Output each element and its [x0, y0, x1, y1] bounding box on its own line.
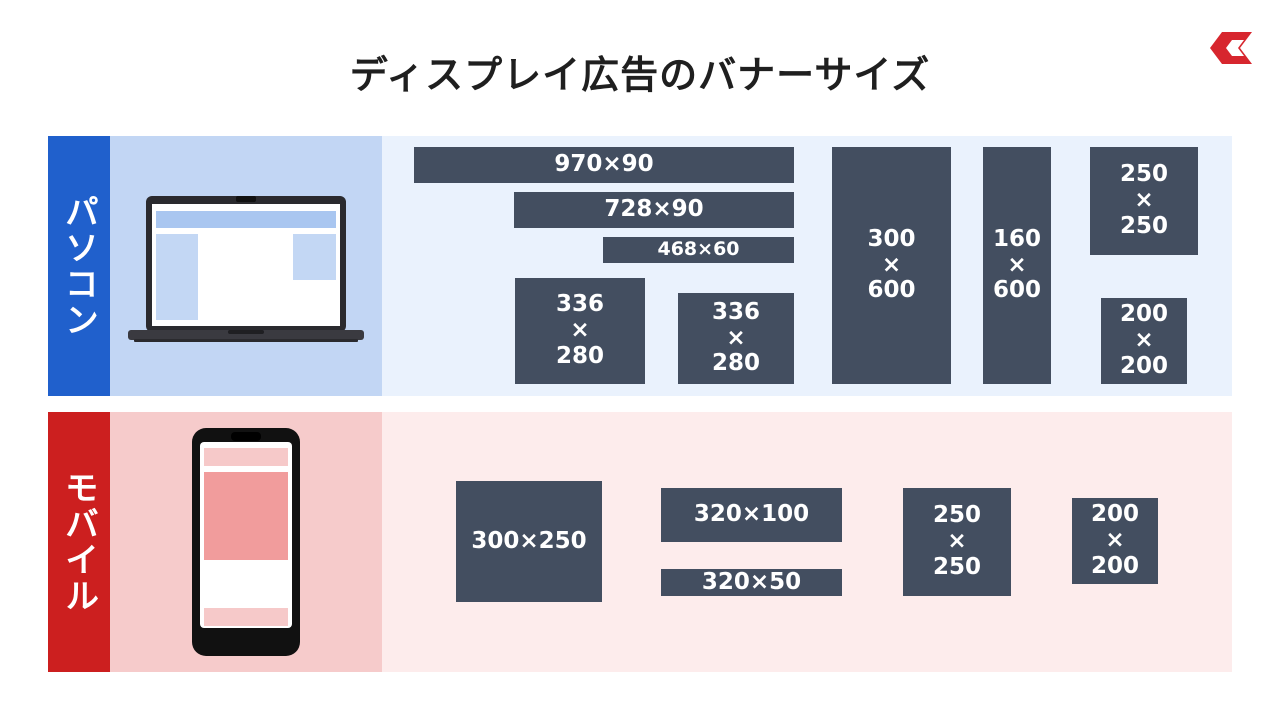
pc-sizes-panel: 970×90 728×90 468×60 336 × 280 336 × 280…: [382, 136, 1232, 396]
banner-970x90: 970×90: [414, 147, 794, 183]
mobile-band-label: モバイル: [48, 412, 110, 672]
smartphone-icon: [192, 428, 300, 656]
banner-300x250: 300×250: [456, 481, 602, 602]
banner-468x60: 468×60: [603, 237, 794, 263]
brand-logo-icon: [1210, 32, 1252, 64]
pc-band-label: パソコン: [48, 136, 110, 396]
banner-728x90: 728×90: [514, 192, 794, 228]
banner-mobile-250x250: 250 × 250: [903, 488, 1011, 596]
banner-160x600: 160 × 600: [983, 147, 1051, 384]
banner-250x250: 250 × 250: [1090, 147, 1198, 255]
banner-300x600: 300 × 600: [832, 147, 951, 384]
mobile-sizes-panel: 300×250 320×100 320×50 250 × 250 200 × 2…: [382, 412, 1232, 672]
page-title: ディスプレイ広告のバナーサイズ: [349, 53, 931, 97]
mobile-device-panel: [110, 412, 382, 672]
banner-320x100: 320×100: [661, 488, 842, 542]
banner-200x200: 200 × 200: [1101, 298, 1187, 384]
laptop-icon: [128, 196, 364, 342]
banner-336x280-a: 336 × 280: [515, 278, 645, 384]
pc-device-panel: [110, 136, 382, 396]
banner-320x50: 320×50: [661, 569, 842, 596]
banner-mobile-200x200: 200 × 200: [1072, 498, 1158, 584]
banner-336x280-b: 336 × 280: [678, 293, 794, 384]
